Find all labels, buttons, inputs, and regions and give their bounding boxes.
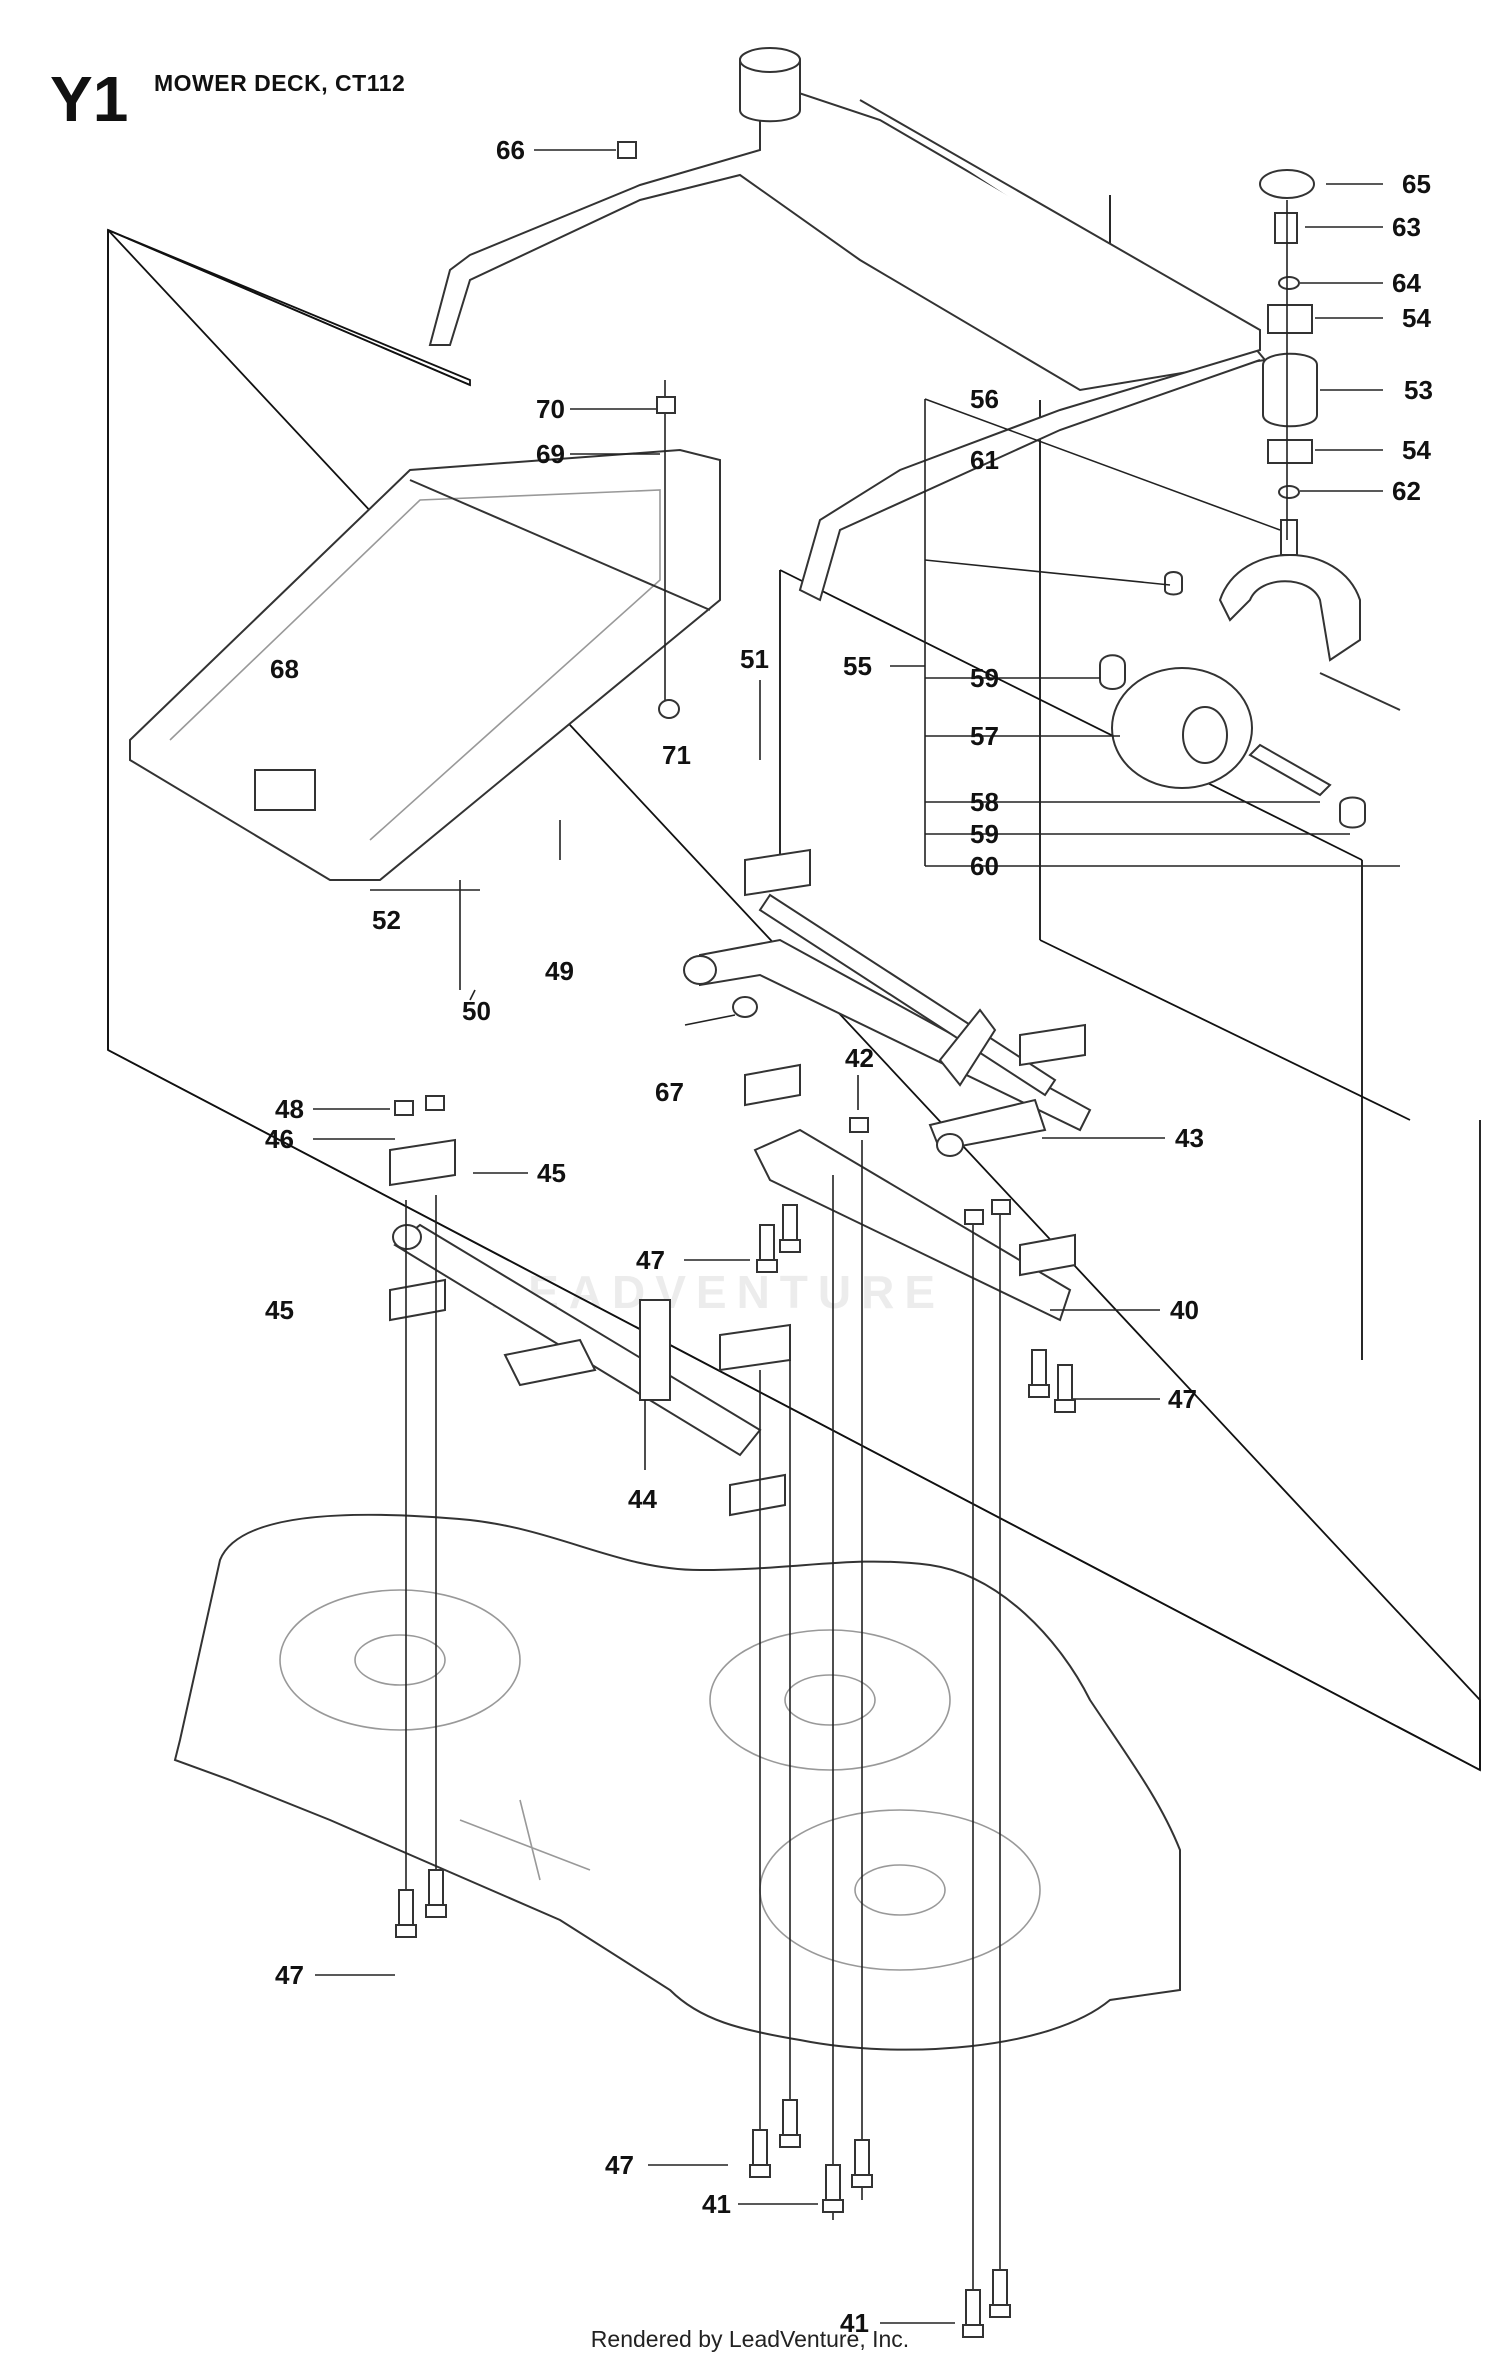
- callout-70: 70: [536, 394, 565, 424]
- leader-lines: [313, 149, 1400, 2324]
- callout-71: 71: [662, 740, 691, 770]
- callout-59-upper: 59: [970, 663, 999, 693]
- watermark: LEADVENTURE: [490, 1266, 946, 1318]
- callout-40: 40: [1170, 1295, 1199, 1325]
- callout-57: 57: [970, 721, 999, 751]
- callout-68: 68: [270, 654, 299, 684]
- callout-60: 60: [970, 851, 999, 881]
- lower-rod-assembly: [389, 1138, 791, 1517]
- mower-deck-housing: [173, 1513, 1181, 2051]
- callout-41-lower: 41: [840, 2308, 869, 2338]
- callout-45-right: 45: [537, 1158, 566, 1188]
- callout-46: 46: [265, 1124, 294, 1154]
- callout-69: 69: [536, 439, 565, 469]
- callout-47-middle: 47: [636, 1245, 665, 1275]
- callout-48: 48: [275, 1094, 304, 1124]
- projection-frames: [107, 195, 1481, 1772]
- callout-50: 50: [462, 996, 491, 1026]
- callout-54-lower: 54: [1402, 435, 1431, 465]
- sheet-title: MOWER DECK, CT112: [154, 70, 406, 96]
- sheet-code: Y1: [50, 63, 129, 135]
- callout-56: 56: [970, 384, 999, 414]
- callout-47-right: 47: [1168, 1384, 1197, 1414]
- callout-63: 63: [1392, 212, 1421, 242]
- callout-62: 62: [1392, 476, 1421, 506]
- callout-54-upper: 54: [1402, 303, 1431, 333]
- callout-41-upper: 41: [702, 2189, 731, 2219]
- callout-64: 64: [1392, 268, 1421, 298]
- callout-42: 42: [845, 1043, 874, 1073]
- callout-51: 51: [740, 644, 769, 674]
- callout-47-left: 47: [275, 1960, 304, 1990]
- callout-49: 49: [545, 956, 574, 986]
- callout-65: 65: [1402, 169, 1431, 199]
- callout-44: 44: [628, 1484, 657, 1514]
- callout-52: 52: [372, 905, 401, 935]
- callout-58: 58: [970, 787, 999, 817]
- support-frame: [129, 448, 721, 881]
- footer-credit: Rendered by LeadVenture, Inc.: [590, 2326, 910, 2352]
- callout-53: 53: [1404, 375, 1433, 405]
- callout-66: 66: [496, 135, 525, 165]
- callout-55: 55: [843, 651, 872, 681]
- callout-67: 67: [655, 1077, 684, 1107]
- callout-43: 43: [1175, 1123, 1204, 1153]
- axle-and-brackets: [683, 848, 1092, 1322]
- callout-45-left: 45: [265, 1295, 294, 1325]
- fasteners: [394, 141, 1076, 2338]
- callout-59-lower: 59: [970, 819, 999, 849]
- lift-arm-assembly: [428, 47, 1267, 602]
- callout-labels: 66 65 63 64 54 53 54 62 70 69 56 61 55 5…: [265, 135, 1433, 2338]
- callout-47-bottom: 47: [605, 2150, 634, 2180]
- caster-wheel-assembly: [1099, 169, 1401, 829]
- bolt-alignment-lines: [405, 200, 1288, 2320]
- callout-61: 61: [970, 445, 999, 475]
